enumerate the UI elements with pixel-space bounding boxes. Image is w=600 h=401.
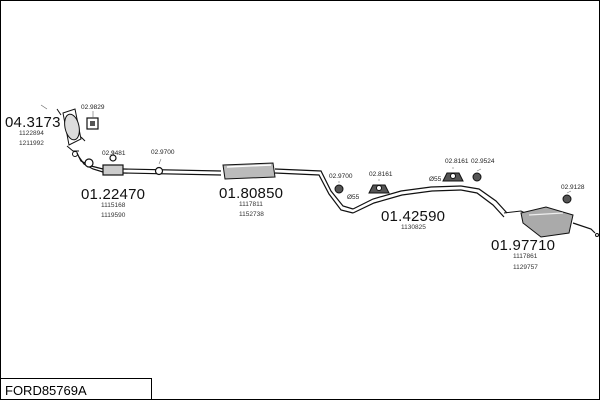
accessory-label-6: 02.8161 — [445, 158, 469, 165]
middle-pipe — [352, 185, 508, 218]
title-box: FORD85769A — [1, 378, 152, 400]
accessory-label-7: 02.9524 — [471, 158, 495, 165]
accessory-label-2: 02.9481 — [102, 150, 126, 157]
part-ref-3b: 1152738 — [239, 211, 264, 218]
rubber-hanger-3 — [442, 172, 464, 182]
part-number-4: 01.42590 — [381, 208, 446, 225]
accessory-label-1: 02.9829 — [81, 104, 105, 111]
accessory-label-3: 02.9700 — [151, 149, 175, 156]
rear-silencer — [503, 206, 599, 238]
rubber-hanger-5 — [562, 194, 572, 204]
gasket-square — [86, 117, 99, 130]
accessory-label-8: 02.9128 — [561, 184, 585, 191]
part-ref-2a: 1115168 — [101, 202, 126, 209]
dimension-label-1: Ø55 — [347, 194, 360, 201]
part-ref-3a: 1117811 — [239, 201, 263, 208]
part-ref-4a: 1130825 — [401, 224, 426, 231]
accessory-label-5: 02.8161 — [369, 171, 393, 178]
part-ref-1a: 1122894 — [19, 130, 44, 137]
rubber-hanger-4 — [472, 172, 482, 182]
part-ref-5a: 1117861 — [513, 253, 538, 260]
diagram-title: FORD85769A — [5, 383, 87, 398]
rubber-hanger-2 — [368, 184, 390, 194]
dimension-label-2: Ø55 — [429, 176, 442, 183]
part-number-2: 01.22470 — [81, 186, 146, 203]
part-number-5: 01.97710 — [491, 237, 556, 254]
accessory-label-4: 02.9700 — [329, 173, 353, 180]
part-ref-1b: 1211992 — [19, 140, 44, 147]
part-ref-2b: 1119590 — [101, 212, 126, 219]
rubber-hanger-1 — [334, 184, 344, 194]
centre-silencer — [222, 162, 354, 214]
front-pipe — [76, 152, 222, 176]
part-number-3: 01.80850 — [219, 185, 284, 202]
part-number-1: 04.3173 — [5, 114, 61, 131]
catalytic-converter — [56, 108, 86, 157]
part-ref-5b: 1129757 — [513, 264, 538, 271]
